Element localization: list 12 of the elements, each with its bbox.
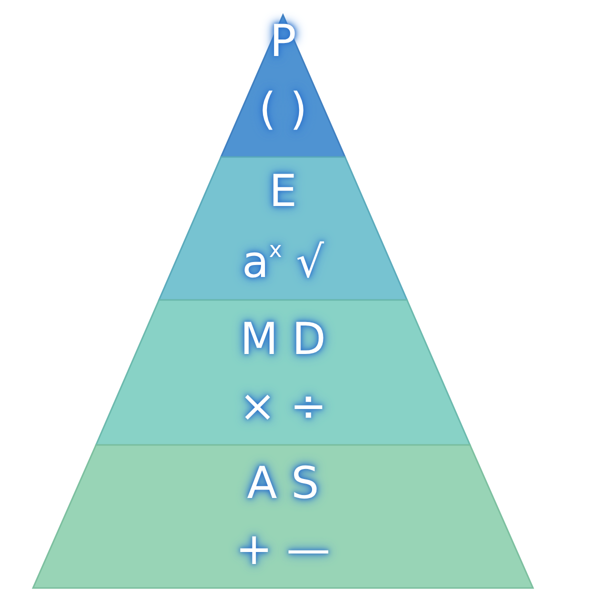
operation-letters: A S [246, 462, 320, 506]
operation-letters: P [221, 20, 345, 64]
pyramid-tier [221, 15, 345, 157]
operation-symbols: + — [234, 528, 332, 572]
operation-symbols: ( ) [258, 88, 308, 132]
operation-letters: E [268, 170, 298, 214]
pyramid-tier [96, 300, 470, 445]
pyramid-tier [159, 157, 407, 300]
operation-symbols: a$^{x}$ √ [240, 240, 326, 285]
operation-letters: M D [239, 318, 327, 362]
pyramid-tier [33, 445, 533, 588]
operation-symbols: × ÷ [238, 385, 328, 429]
